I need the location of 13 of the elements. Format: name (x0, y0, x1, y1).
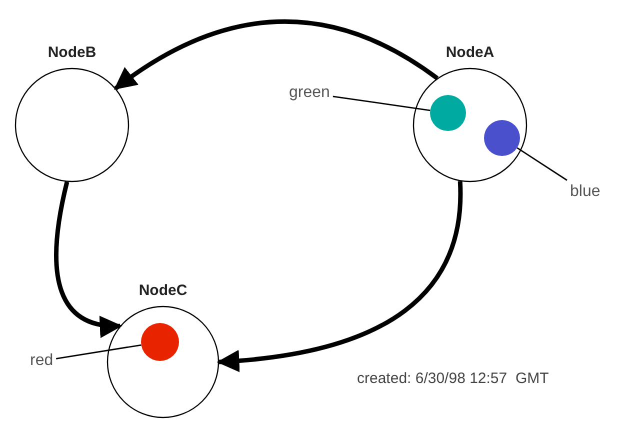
leader-line (56, 344, 142, 360)
callout-label: red (30, 352, 54, 370)
leader-line (332, 96, 430, 112)
curved-arrow (216, 181, 462, 372)
curved-arrow (54, 181, 122, 337)
node-title: NodeB (48, 44, 96, 62)
node-title: NodeC (138, 282, 188, 300)
callout-label: green (289, 84, 330, 102)
callout-label: blue (570, 183, 600, 201)
timestamp-note: created: 6/30/98 12:57 GMT (357, 370, 549, 387)
curved-arrow (114, 20, 439, 90)
leader-line (516, 147, 568, 181)
node-title: NodeA (446, 44, 494, 62)
